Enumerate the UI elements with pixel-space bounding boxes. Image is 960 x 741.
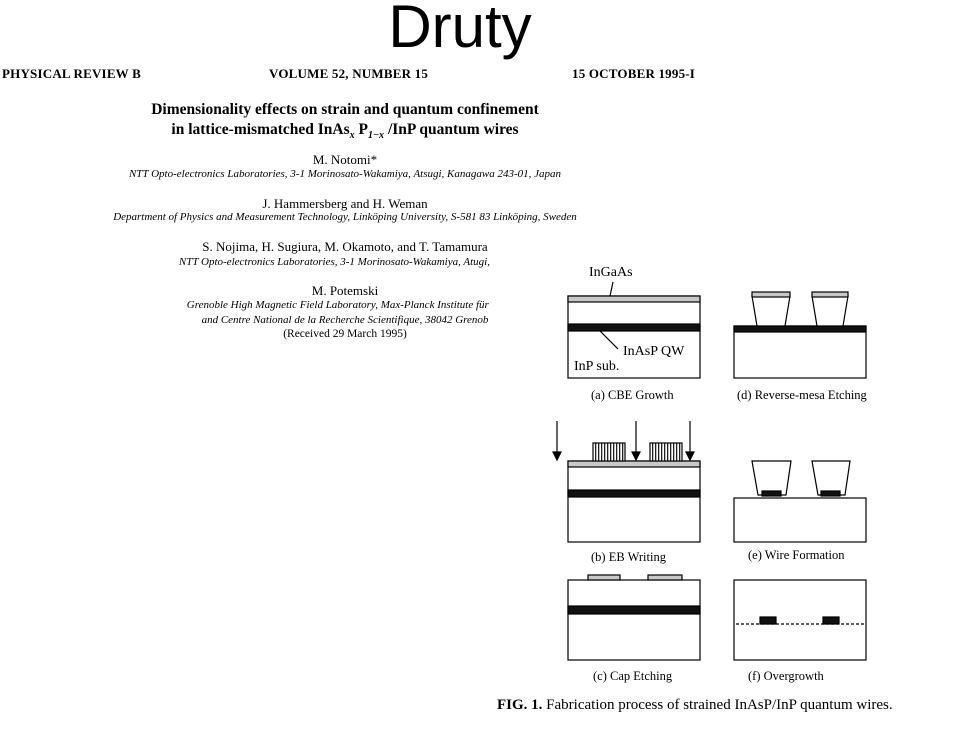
article-title-line2: in lattice-mismatched InAsx P1−x /InP qu… [0,120,690,146]
affiliation-line: NTT Opto-electronics Laboratories, 3-1 M… [178,256,512,268]
caption-text: Fabrication process of strained InAsP/In… [546,697,893,713]
panel-d-diagram [733,291,867,379]
fabrication-figure: InGaAs InAsP QW InP sub. (a) CBE Growth … [490,258,960,736]
panel-label-c: (c) Cap Etching [593,669,673,683]
issue-date: 15 OCTOBER 1995-I [572,66,696,81]
slide-title: Druty [388,0,532,60]
article-title-line1: Dimensionality effects on strain and qua… [151,101,539,118]
title-part: P [354,121,368,138]
journal-name: PHYSICAL REVIEW B [2,66,141,81]
author-line: M. Potemski [311,283,379,298]
title-part: in lattice-mismatched InAs [171,121,350,138]
label-ingaas: InGaAs [589,265,633,280]
fabrication-diagram [552,281,867,661]
panel-label-b: (b) EB Writing [591,550,666,564]
affiliation-line: NTT Opto-electronics Laboratories, 3-1 M… [128,168,562,180]
label-inasp-qw: InAsP QW [623,344,685,359]
figure-caption: FIG. 1. Fabrication process of strained … [497,696,957,715]
title-subscript: x [349,130,355,142]
panel-c-diagram [567,574,701,661]
panel-a-diagram [567,281,701,379]
received-date: (Received 29 March 1995) [283,328,407,340]
affiliation-line: Grenoble High Magnetic Field Laboratory,… [186,299,504,311]
panel-f-diagram [733,579,867,661]
caption-label: FIG. 1. [497,697,543,713]
author-line: S. Nojima, H. Sugiura, M. Okamoto, and T… [202,239,488,254]
title-part: /InP quantum wires [384,121,519,138]
label-inp-sub: InP sub. [574,359,620,374]
panel-label-a: (a) CBE Growth [591,388,674,402]
author-line: M. Notomi* [312,152,378,167]
panel-label-f: (f) Overgrowth [748,669,824,683]
panel-label-e: (e) Wire Formation [748,548,845,562]
author-line: J. Hammersberg and H. Weman [262,196,428,211]
panel-e-diagram [733,460,867,543]
panel-label-d: (d) Reverse-mesa Etching [737,388,867,402]
title-subscript: 1−x [368,130,385,142]
volume-number: VOLUME 52, NUMBER 15 [269,66,429,81]
affiliation-line: Department of Physics and Measurement Te… [113,211,577,223]
panel-b-diagram [552,421,701,543]
affiliation-line: and Centre National de la Recherche Scie… [201,314,489,326]
